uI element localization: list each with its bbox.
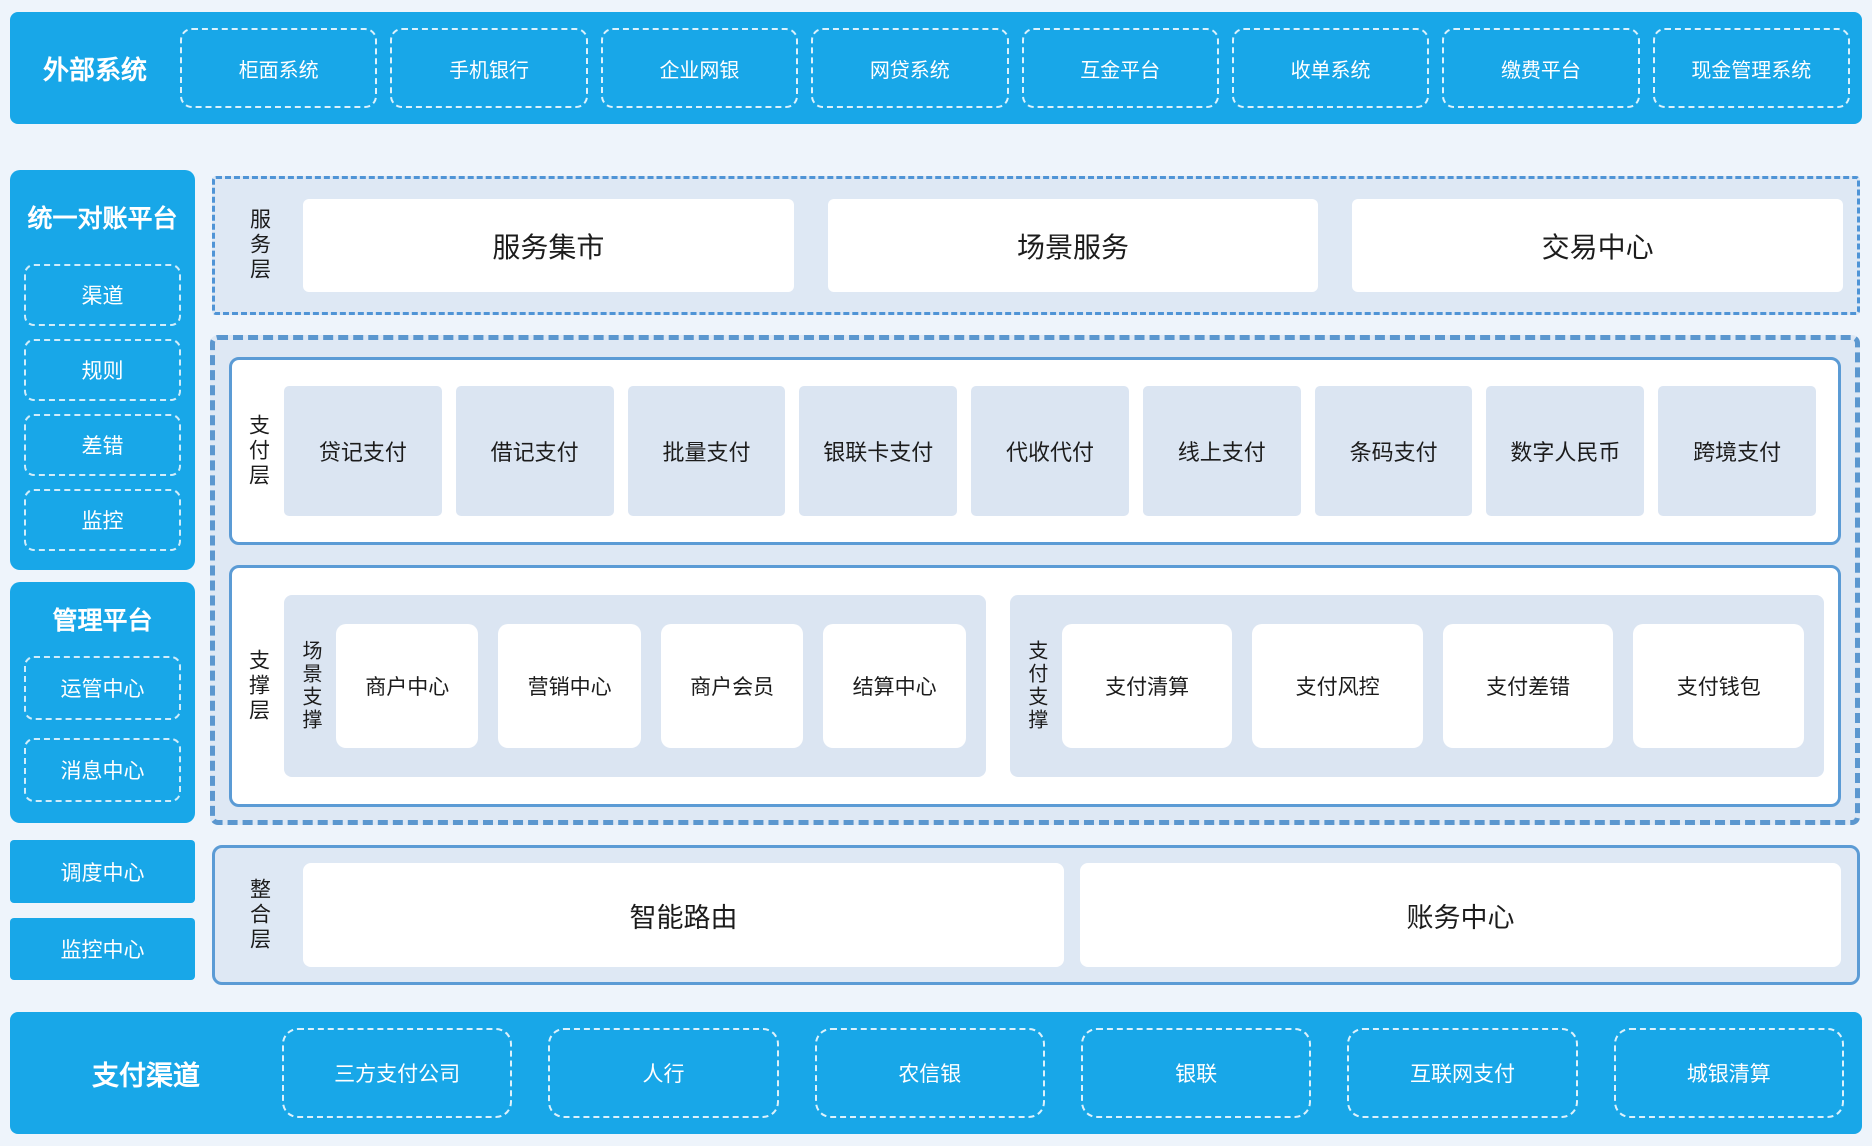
payment-node: 贷记支付	[284, 386, 442, 516]
service-node: 交易中心	[1352, 199, 1844, 292]
payment-support-label: 支付支撑	[1024, 640, 1047, 732]
support-node: 商户会员	[660, 624, 804, 748]
external-system-node: 现金管理系统	[1652, 28, 1850, 108]
payment-node: 批量支付	[627, 386, 786, 516]
reconciliation-node: 监控	[24, 489, 181, 551]
management-platform-panel: 管理平台 运管中心 消息中心	[10, 582, 195, 823]
payment-channels-title: 支付渠道	[92, 1060, 200, 1091]
payment-node: 银联卡支付	[799, 386, 958, 516]
support-node: 结算中心	[823, 624, 966, 748]
scene-support-label-col: 场景支撑	[284, 640, 336, 732]
payment-layer-items: 贷记支付 借记支付 批量支付 银联卡支付 代收代付 线上支付 条码支付 数字人民…	[284, 386, 1817, 516]
payment-node: 跨境支付	[1658, 386, 1817, 516]
service-layer-section: 服务层 服务集市 场景服务 交易中心	[212, 176, 1860, 315]
management-platform-title: 管理平台	[52, 607, 153, 635]
payment-channel-node: 三方支付公司	[282, 1028, 513, 1118]
external-system-node: 收单系统	[1231, 28, 1430, 108]
integration-node: 账务中心	[1080, 863, 1841, 967]
management-node: 运管中心	[24, 656, 181, 720]
support-node: 支付清算	[1061, 624, 1233, 748]
service-node: 服务集市	[303, 199, 794, 292]
external-system-node: 网贷系统	[811, 28, 1009, 108]
support-node: 商户中心	[336, 624, 479, 748]
external-system-node: 缴费平台	[1442, 28, 1640, 108]
reconciliation-node: 规则	[24, 339, 181, 401]
payment-node: 数字人民币	[1486, 386, 1645, 516]
reconciliation-node: 差错	[24, 414, 181, 476]
scene-support-group: 场景支撑 商户中心 营销中心 商户会员 结算中心	[284, 595, 986, 777]
service-layer-label-col: 服务层	[215, 208, 303, 283]
scene-support-items: 商户中心 营销中心 商户会员 结算中心	[336, 624, 966, 748]
management-node: 消息中心	[24, 738, 181, 802]
external-systems-title: 外部系统	[42, 54, 147, 85]
external-system-node: 手机银行	[390, 28, 588, 108]
integration-layer-label: 整合层	[247, 877, 271, 953]
support-layer-section: 支撑层 场景支撑 商户中心 营销中心 商户会员 结算中心 支付支撑	[229, 565, 1841, 807]
payment-support-group: 支付支撑 支付清算 支付风控 支付差错 支付钱包	[1009, 595, 1824, 777]
dispatch-center-node: 调度中心	[10, 840, 195, 903]
payment-channels-bar: 支付渠道 三方支付公司 人行 农信银 银联 互联网支付 城银清算	[10, 1012, 1862, 1134]
service-node: 场景服务	[827, 199, 1319, 292]
support-node: 支付钱包	[1633, 624, 1804, 748]
integration-layer-section: 整合层 智能路由 账务中心	[212, 845, 1860, 985]
reconciliation-platform-panel: 统一对账平台 渠道 规则 差错 监控	[10, 170, 195, 570]
reconciliation-node: 渠道	[24, 264, 181, 326]
support-layer-label: 支撑层	[246, 648, 270, 724]
external-system-node: 企业网银	[600, 28, 799, 108]
service-layer-items: 服务集市 场景服务 交易中心	[303, 199, 1844, 292]
payment-support-label-col: 支付支撑	[1010, 640, 1062, 732]
payment-node: 条码支付	[1314, 386, 1473, 516]
payment-node: 借记支付	[455, 386, 614, 516]
core-layers-container: 支付层 贷记支付 借记支付 批量支付 银联卡支付 代收代付 线上支付 条码支付 …	[210, 335, 1860, 825]
support-node: 营销中心	[498, 624, 641, 748]
payment-node: 代收代付	[971, 386, 1129, 516]
support-layer-groups: 场景支撑 商户中心 营销中心 商户会员 结算中心 支付支撑 支付清算 支付风控 …	[284, 595, 1824, 777]
external-system-node: 互金平台	[1021, 28, 1219, 108]
payment-channel-node: 农信银	[814, 1028, 1045, 1118]
scene-support-label: 场景支撑	[299, 640, 321, 732]
integration-layer-items: 智能路由 账务中心	[303, 863, 1841, 967]
payment-channel-node: 互联网支付	[1347, 1028, 1578, 1118]
payment-channel-node: 城银清算	[1613, 1028, 1844, 1118]
external-systems-bar: 外部系统 柜面系统 手机银行 企业网银 网贷系统 互金平台 收单系统 缴费平台 …	[10, 12, 1862, 124]
payment-layer-label-col: 支付层	[232, 414, 284, 489]
payment-channel-node: 人行	[548, 1028, 779, 1118]
support-layer-label-col: 支撑层	[232, 649, 284, 724]
integration-layer-label-col: 整合层	[215, 878, 303, 953]
external-system-node: 柜面系统	[180, 28, 378, 108]
payment-support-items: 支付清算 支付风控 支付差错 支付钱包	[1061, 624, 1804, 748]
reconciliation-platform-title: 统一对账平台	[27, 205, 178, 233]
payment-layer-label: 支付层	[246, 413, 270, 489]
payment-layer-section: 支付层 贷记支付 借记支付 批量支付 银联卡支付 代收代付 线上支付 条码支付 …	[229, 357, 1841, 545]
support-node: 支付差错	[1442, 624, 1614, 748]
payment-channels-items: 三方支付公司 人行 农信银 银联 互联网支付 城银清算	[282, 1028, 1844, 1118]
external-systems-items: 柜面系统 手机银行 企业网银 网贷系统 互金平台 收单系统 缴费平台 现金管理系…	[180, 28, 1850, 108]
payment-channel-node: 银联	[1080, 1028, 1312, 1118]
integration-node: 智能路由	[303, 863, 1064, 967]
support-node: 支付风控	[1252, 624, 1423, 748]
monitor-center-node: 监控中心	[10, 918, 195, 980]
service-layer-label: 服务层	[247, 208, 271, 283]
payment-node: 线上支付	[1142, 386, 1301, 516]
